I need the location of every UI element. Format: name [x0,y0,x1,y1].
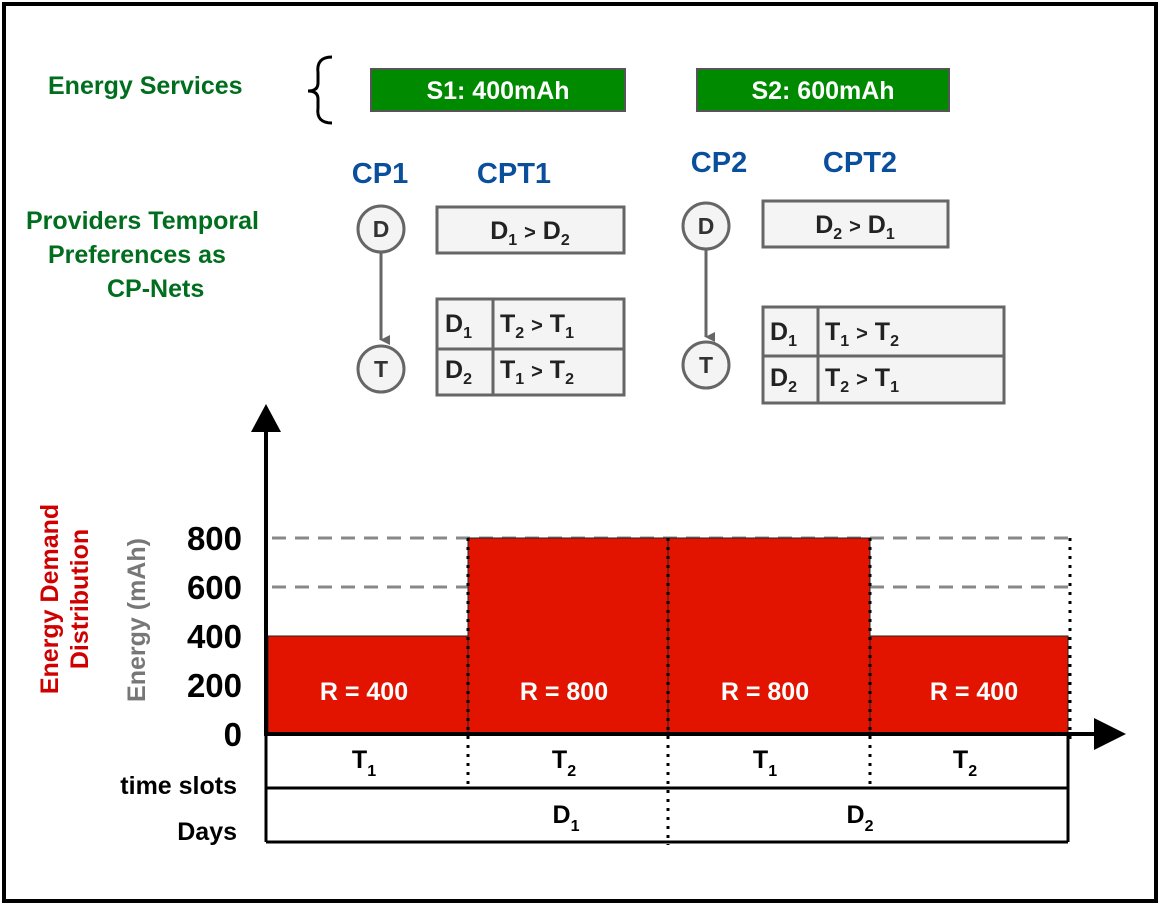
cpt2-row-2-pref: T2 > T1 [825,364,899,396]
y-ticks: 0 200 400 600 800 [187,520,242,753]
y-label-outer-line-1: Energy Demand [36,504,64,694]
bar-slot-3 [667,537,871,735]
row-label-time-slots: time slots [120,772,237,800]
providers-heading-line-1: Providers Temporal [26,207,259,235]
time-slot-label-2: T2 [552,746,576,780]
y-tick-200: 200 [187,667,242,704]
service-s1-label: S1: 400mAh [426,77,569,105]
service-s1: S1: 400mAh [370,68,626,112]
y-label-outer-line-2: Distribution [66,529,94,669]
time-slot-label-3: T1 [753,746,777,780]
y-label-inner: Energy (mAh) [123,538,151,702]
y-axis-arrowhead [251,404,281,432]
cp1-node-t-label: T [374,356,388,382]
bar-label-slot-2: R = 800 [520,678,608,706]
y-tick-0: 0 [224,716,242,753]
service-s2: S2: 600mAh [696,68,950,112]
cpt1-name: CPT1 [477,158,551,190]
y-tick-600: 600 [187,569,242,606]
day-labels: D1 D2 [553,801,874,835]
bar-slot-2 [467,537,669,735]
cp2-node-d-label: D [698,213,715,239]
cp2-network: CP2 CPT2 D T D2 > D1 D1 T1 > T2 D2 T2 > … [681,147,1006,405]
cp2-node-t [681,340,731,390]
cp1-node-d-label: D [373,216,390,242]
cp1-name: CP1 [352,158,408,190]
y-tick-400: 400 [187,618,242,655]
cpt1-row-1-pref: T2 > T1 [500,310,574,342]
bars-layer: R = 400 R = 800 R = 800 R = 400 [267,537,1072,845]
cpt1-d-table [435,205,626,255]
providers-heading: Providers Temporal Preferences as CP-Net… [26,207,259,303]
bar-slot-4 [869,635,1069,735]
day-label-2: D2 [847,801,874,835]
cpt2-d-pref: D2 > D1 [815,211,895,243]
cp1-network: CP1 CPT1 D T D1 > D2 D1 T2 > T1 D2 T1 > … [352,158,626,397]
energy-services-label: Energy Services [48,72,243,100]
cpt1-row-2-pref: T1 > T2 [500,356,574,388]
service-s1-box [370,68,626,112]
cpt2-name: CPT2 [823,147,897,179]
energy-demand-chart: Energy Demand Distribution Energy (mAh) … [36,404,1126,846]
time-slot-label-4: T2 [953,746,977,780]
cpt1-d-pref: D1 > D2 [490,217,570,249]
cpt1-row-2-cond: D2 [445,356,472,388]
day-label-1: D1 [553,801,580,835]
time-slot-labels: T1 T2 T1 T2 [352,746,977,780]
cp2-name: CP2 [691,147,747,179]
cpt2-row-1-pref: T1 > T2 [825,318,899,350]
cpt1-row-1-cond: D1 [445,310,472,342]
bar-label-slot-4: R = 400 [930,678,1018,706]
x-axis-arrowhead [1094,718,1126,750]
service-s2-box [696,68,950,112]
bar-label-slot-1: R = 400 [320,678,408,706]
time-slot-label-1: T1 [352,746,376,780]
service-s2-label: S2: 600mAh [751,77,894,105]
services-brace [307,55,333,125]
cp2-node-t-label: T [699,352,713,378]
providers-heading-line-3: CP-Nets [107,275,204,303]
cp1-node-t [356,344,406,394]
cpt2-d-table [761,199,950,249]
cpt1-t-table [435,297,626,397]
cpt2-row-1-cond: D1 [770,318,797,350]
y-tick-800: 800 [187,520,242,557]
row-label-days: Days [177,818,237,846]
bar-label-slot-3: R = 800 [721,678,809,706]
providers-heading-line-2: Preferences as [48,241,226,269]
cpt2-row-2-cond: D2 [770,364,797,396]
